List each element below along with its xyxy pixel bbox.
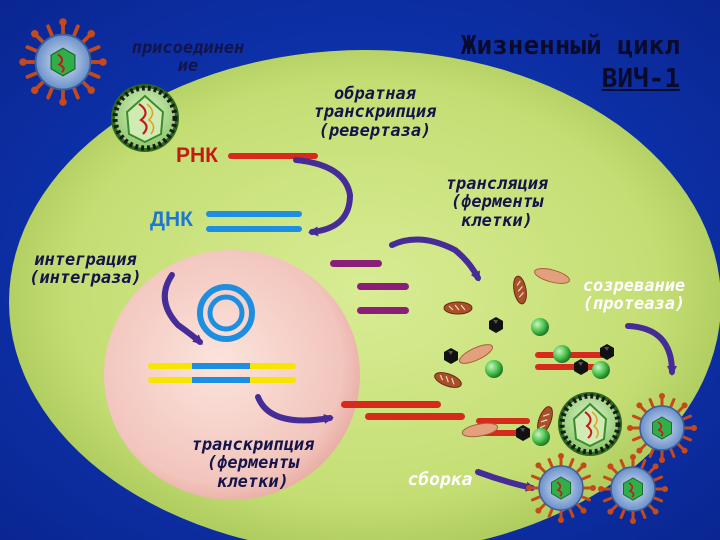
label-maturation: созревание (протеаза)	[582, 276, 686, 315]
label-assembly: сборка	[407, 469, 473, 490]
label-reverse-transcription: обратная транскрипция (ревертаза)	[313, 84, 437, 141]
mrna-strand-3	[357, 307, 409, 314]
label-translation: трансляция (ферменты клетки)	[445, 174, 549, 231]
label-transcription: транскрипция (ферменты клетки)	[191, 435, 315, 492]
protein-green-sphere-icon	[485, 360, 503, 378]
title-line-1: Жизненный цикл	[460, 31, 680, 61]
protein-green-sphere-icon	[553, 345, 571, 363]
protein-brown-ellipse-icon	[443, 301, 473, 315]
viral-rna-strand-3	[476, 418, 530, 424]
label-rna: РНК	[176, 144, 218, 167]
arrow-maturation	[625, 323, 677, 376]
label-integration: интеграция (интеграза)	[29, 250, 142, 289]
viral-rna-strand-1	[341, 401, 441, 408]
virus-particle-icon	[625, 391, 699, 465]
arrow-transcription	[255, 394, 334, 424]
protein-green-sphere-icon	[532, 428, 550, 446]
viral-rna-strand-2	[365, 413, 465, 420]
dna-strand-top	[206, 211, 302, 217]
virus-core-icon	[111, 84, 179, 152]
integrated-host-dna	[148, 363, 296, 383]
arrow-integration	[161, 272, 204, 345]
label-attachment: присоединен ие	[131, 38, 245, 77]
circular-dna-icon	[197, 284, 255, 342]
mrna-strand-1	[330, 260, 382, 267]
mrna-strand-2	[357, 283, 409, 290]
dna-strand-bottom	[206, 226, 302, 232]
diagram-title: Жизненный цикл ВИЧ-1	[461, 30, 680, 95]
label-dna: ДНК	[150, 208, 193, 231]
virus-core-icon	[558, 392, 622, 456]
virus-particle-icon	[17, 16, 109, 108]
arrow-reverse-transcription	[293, 157, 354, 237]
virus-particle-icon	[524, 451, 598, 525]
protein-green-sphere-icon	[592, 361, 610, 379]
arrow-translation	[389, 236, 481, 282]
virus-particle-icon	[596, 452, 670, 526]
protein-green-sphere-icon	[531, 318, 549, 336]
title-line-2: ВИЧ-1	[601, 63, 680, 94]
